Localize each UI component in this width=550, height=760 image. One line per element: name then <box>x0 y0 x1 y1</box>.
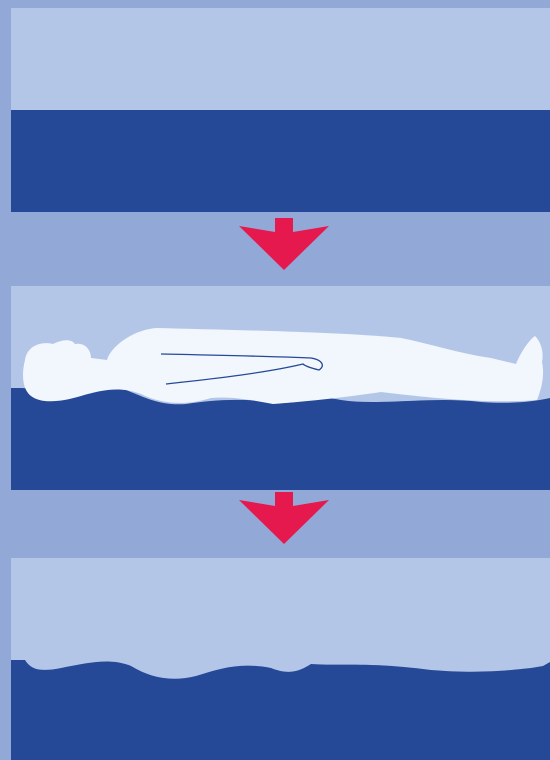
arrow-shape <box>239 492 329 544</box>
panel-flat-mattress <box>11 8 550 212</box>
down-arrow-icon <box>239 492 329 544</box>
panel-mattress-impression <box>11 558 550 760</box>
arrow-shape <box>239 218 329 270</box>
panel-body-on-mattress <box>11 286 550 490</box>
mattress-flat <box>11 110 550 212</box>
mattress-impression <box>11 660 550 760</box>
air-space <box>11 8 550 110</box>
down-arrow-icon <box>239 218 329 270</box>
